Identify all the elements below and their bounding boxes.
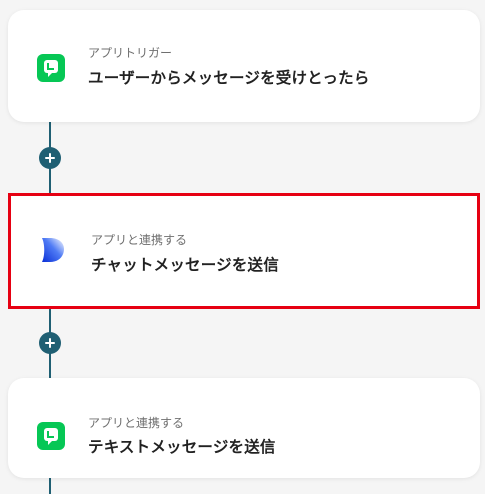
step-subtitle: アプリトリガー	[88, 46, 173, 60]
d-app-icon	[42, 238, 64, 262]
flow-step-card-chat-message[interactable]: アプリと連携する チャットメッセージを送信	[8, 193, 480, 309]
line-app-icon	[37, 422, 65, 450]
flow-step-card-trigger[interactable]: アプリトリガー ユーザーからメッセージを受けとったら	[8, 10, 480, 122]
step-subtitle: アプリと連携する	[91, 233, 188, 247]
flow-step-card-text-message[interactable]: アプリと連携する テキストメッセージを送信	[8, 378, 480, 478]
step-title: テキストメッセージを送信	[88, 438, 276, 456]
add-step-button[interactable]	[39, 147, 61, 169]
line-app-icon	[37, 54, 65, 82]
connector-line	[49, 478, 51, 494]
step-title: ユーザーからメッセージを受けとったら	[88, 69, 370, 87]
add-step-button[interactable]	[39, 332, 61, 354]
step-subtitle: アプリと連携する	[88, 416, 185, 430]
step-title: チャットメッセージを送信	[91, 256, 279, 274]
